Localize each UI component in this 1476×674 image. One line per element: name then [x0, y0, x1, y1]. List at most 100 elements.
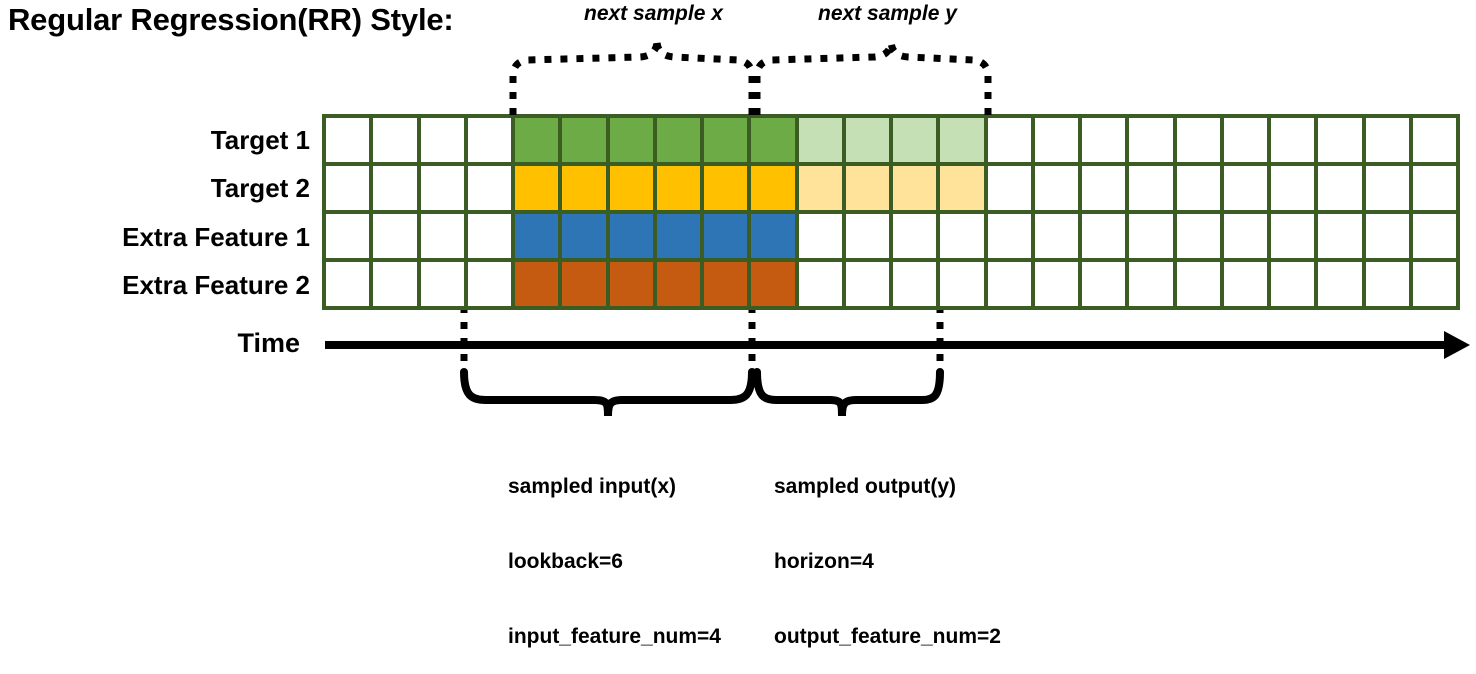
grid-cell-input-r2-c4: [515, 214, 559, 258]
axis-label-time: Time: [237, 328, 300, 358]
grid-cell-r2-c22: [1365, 214, 1409, 258]
row-label-extra-feature-2: Extra Feature 2: [122, 270, 310, 300]
grid-cell-output-r0-c10: [798, 118, 842, 162]
grid-cell-r1-c16: [1082, 166, 1126, 210]
grid-cell-input-r2-c5: [562, 214, 606, 258]
grid-cell-input-r0-c5: [562, 118, 606, 162]
grid-cell-input-r3-c7: [656, 262, 700, 306]
grid-cell-r3-c0: [326, 262, 370, 306]
grid-cell-r2-c18: [1176, 214, 1220, 258]
grid-cell-r1-c3: [467, 166, 511, 210]
grid-cell-r1-c2: [420, 166, 464, 210]
grid-cell-r1-c0: [326, 166, 370, 210]
grid-cell-r0-c21: [1318, 118, 1362, 162]
timeline-grid: [322, 114, 1460, 310]
note-output-line2: horizon=4: [774, 550, 874, 573]
grid-cell-r1-c18: [1176, 166, 1220, 210]
row-label-extra-feature-1: Extra Feature 1: [122, 222, 310, 252]
grid-cell-r1-c21: [1318, 166, 1362, 210]
grid-cell-input-r1-c5: [562, 166, 606, 210]
grid-cell-r2-c10: [798, 214, 842, 258]
note-input-line2: lookback=6: [508, 550, 623, 573]
grid-cell-input-r0-c9: [751, 118, 795, 162]
grid-cell-r2-c12: [893, 214, 937, 258]
grid-cell-r0-c23: [1412, 118, 1456, 162]
note-input-line1: sampled input(x): [508, 475, 677, 498]
grid-cell-output-r1-c10: [798, 166, 842, 210]
grid-cell-r2-c2: [420, 214, 464, 258]
grid-cell-output-r1-c11: [845, 166, 889, 210]
grid-cell-r0-c17: [1129, 118, 1173, 162]
grid-cell-output-r1-c13: [940, 166, 984, 210]
grid-cell-output-r0-c12: [893, 118, 937, 162]
grid-cell-r0-c3: [467, 118, 511, 162]
grid-cell-r3-c10: [798, 262, 842, 306]
grid-cell-r3-c3: [467, 262, 511, 306]
time-axis-arrow: [325, 331, 1470, 359]
row-label-target-2: Target 2: [210, 173, 310, 203]
grid-cell-input-r2-c9: [751, 214, 795, 258]
grid-cell-r1-c20: [1271, 166, 1315, 210]
grid-cell-input-r2-c8: [704, 214, 748, 258]
grid-cell-r0-c0: [326, 118, 370, 162]
grid-cell-r2-c0: [326, 214, 370, 258]
grid-cell-r3-c22: [1365, 262, 1409, 306]
grid-cell-r3-c12: [893, 262, 937, 306]
grid-cell-r0-c19: [1223, 118, 1267, 162]
grid-cell-r3-c20: [1271, 262, 1315, 306]
caption-next-sample-y: next sample y: [818, 2, 957, 25]
grid-cell-r3-c16: [1082, 262, 1126, 306]
grid-cell-input-r0-c8: [704, 118, 748, 162]
grid-cell-r2-c17: [1129, 214, 1173, 258]
grid-cell-r0-c1: [373, 118, 417, 162]
dotted-brace-next-sample-y: [753, 41, 992, 115]
grid-cell-r2-c11: [845, 214, 889, 258]
grid-cell-input-r3-c4: [515, 262, 559, 306]
grid-cell-r3-c13: [940, 262, 984, 306]
grid-cell-input-r3-c5: [562, 262, 606, 306]
grid-cell-r2-c13: [940, 214, 984, 258]
grid-cell-r3-c14: [987, 262, 1031, 306]
grid-cell-input-r3-c9: [751, 262, 795, 306]
grid-cell-r1-c22: [1365, 166, 1409, 210]
grid-cell-r1-c14: [987, 166, 1031, 210]
grid-cell-r2-c16: [1082, 214, 1126, 258]
grid-cell-r1-c19: [1223, 166, 1267, 210]
grid-cell-r0-c16: [1082, 118, 1126, 162]
grid-cell-r0-c15: [1034, 118, 1078, 162]
grid-cell-r3-c1: [373, 262, 417, 306]
grid-cell-input-r1-c6: [609, 166, 653, 210]
grid-cell-r3-c21: [1318, 262, 1362, 306]
grid-cell-r0-c14: [987, 118, 1031, 162]
grid-cell-r2-c19: [1223, 214, 1267, 258]
grid-cell-r3-c2: [420, 262, 464, 306]
grid-cell-r2-c3: [467, 214, 511, 258]
caption-next-sample-x: next sample x: [584, 2, 723, 25]
grid-cell-r0-c2: [420, 118, 464, 162]
grid-cell-input-r3-c8: [704, 262, 748, 306]
note-input-line3: input_feature_num=4: [508, 625, 721, 648]
grid-cell-input-r1-c7: [656, 166, 700, 210]
grid-cell-r2-c1: [373, 214, 417, 258]
grid-cell-r0-c18: [1176, 118, 1220, 162]
grid-cell-r2-c21: [1318, 214, 1362, 258]
grid-cell-output-r0-c11: [845, 118, 889, 162]
page-title: Regular Regression(RR) Style:: [8, 2, 454, 37]
curly-brace-input: [460, 368, 756, 417]
grid-cell-input-r0-c6: [609, 118, 653, 162]
grid-cell-r3-c15: [1034, 262, 1078, 306]
grid-cell-input-r1-c8: [704, 166, 748, 210]
grid-cell-input-r2-c6: [609, 214, 653, 258]
curly-brace-output: [753, 368, 944, 417]
grid-cell-r1-c15: [1034, 166, 1078, 210]
grid-cell-r3-c11: [845, 262, 889, 306]
grid-cell-input-r3-c6: [609, 262, 653, 306]
grid-cell-r3-c18: [1176, 262, 1220, 306]
grid-cell-input-r1-c4: [515, 166, 559, 210]
grid-cell-r3-c19: [1223, 262, 1267, 306]
grid-cell-r2-c14: [987, 214, 1031, 258]
grid-cell-output-r1-c12: [893, 166, 937, 210]
grid-cell-input-r1-c9: [751, 166, 795, 210]
dotted-brace-next-sample-x: [509, 41, 756, 115]
note-output-line1: sampled output(y): [774, 475, 956, 498]
